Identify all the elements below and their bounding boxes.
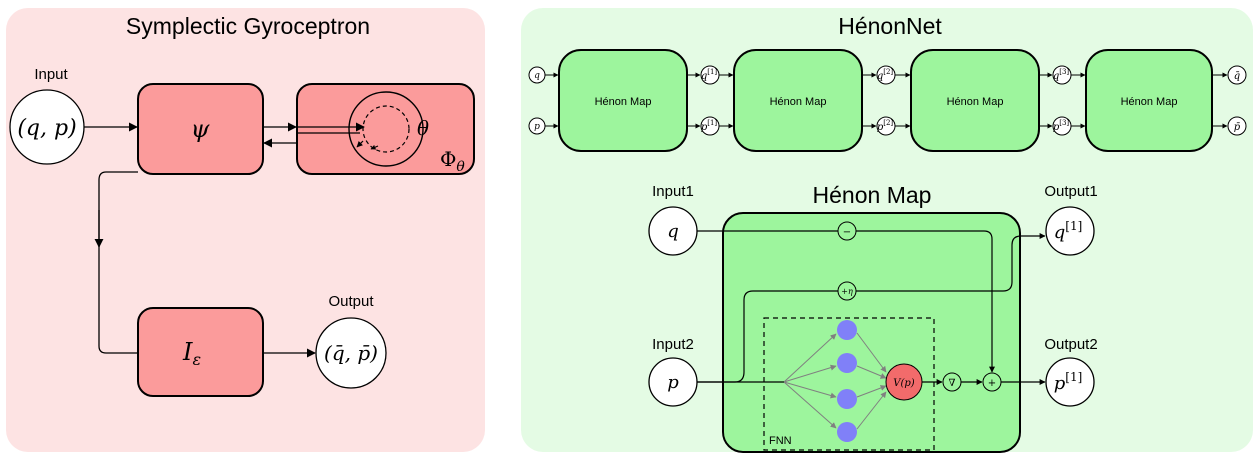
input1-node-text: q [667,221,679,242]
chain-input-q-text: q [534,71,540,81]
chain-output-q [1227,65,1247,85]
fnn-box [763,317,935,451]
i-epsilon-label: Iε [182,338,201,369]
psi-block-label: ψ [191,115,211,143]
plus-eta-operator-text: +η [841,287,853,296]
output1-label: Output1 [1044,183,1097,200]
output-node [315,317,387,389]
theta-label: θ [417,116,429,140]
left-panel-title: Symplectic Gyroceptron [126,13,370,39]
output1-node-text: q[1] [1054,219,1083,243]
output2-label: Output2 [1044,336,1097,353]
henonnet-panel: HénonNet q p Hénon Map q[1] p[1] Hénon M… [521,8,1253,453]
neuron [837,353,857,373]
input2-label: Input2 [652,336,694,353]
phi-symbol: Φ [440,147,456,171]
henon-map-block-3-label: Hénon Map [947,96,1004,108]
henon-map-block-4-label: Hénon Map [1121,96,1178,108]
psi-block [137,83,264,175]
fnn-label: FNN [769,435,792,447]
input-node-text: (q, p) [17,116,76,141]
output2-node [1045,357,1095,407]
output-label: Output [328,293,374,310]
rotation-outer-circle [348,91,424,167]
plus-operator-text: + [988,378,996,389]
fnn-input-fan [697,333,837,429]
henon-map-block-4 [1085,49,1213,152]
gradient-operator-text: ∇ [949,378,956,389]
p3-node-text: p[3] [1053,119,1070,133]
q2-node-text: q[2] [877,68,894,82]
q3-node-text: q[3] [1053,68,1070,82]
neuron [837,320,857,340]
phi-block [296,83,475,175]
input1-label: Input1 [652,183,694,200]
minus-operator-text: − [843,227,851,238]
p2-node-text: p[2] [877,119,894,133]
p1-node-text: p[1] [701,119,718,133]
input-label: Input [34,66,68,83]
neuron [837,389,857,409]
chain-input-p-text: p [534,122,540,132]
chain-output-p [1227,116,1247,136]
output1-node [1045,206,1095,256]
potential-node-text: V(p) [893,378,915,389]
phi-subscript: θ [456,159,465,175]
right-panel-title: HénonNet [838,13,942,39]
output-node-text: (q̄, p̄) [324,341,378,365]
i-epsilon-block [137,307,264,397]
q1-node-text: q[1] [701,68,718,82]
rotation-arrow [356,140,364,148]
neuron [837,422,857,442]
i-symbol: I [182,338,193,366]
henon-map-block-1-label: Hénon Map [595,96,652,108]
henon-map-detail-box [722,212,1021,453]
henon-map-block-1 [558,49,688,152]
chain-output-p-text: p̄ [1234,122,1241,133]
i-subscript: ε [192,350,201,369]
input2-node-text: p [667,372,679,393]
symplectic-gyroceptron-panel: Symplectic Gyroceptron Input (q, p) ψ θ … [6,8,485,452]
henon-map-block-2-label: Hénon Map [770,96,827,108]
rotation-arrow-inner [370,144,379,150]
henon-map-block-2 [733,49,863,152]
fnn-output-fan [856,332,887,430]
psi-to-i-epsilon-line [98,171,138,354]
output2-node-text: p[1] [1054,370,1083,394]
phi-block-label: Φθ [440,147,465,175]
henon-map-block-3 [910,49,1040,152]
chain-output-q-text: q̄ [1234,71,1240,82]
plus-eta-to-output1-arrow [856,233,1046,292]
henon-map-detail-title: Hénon Map [813,182,932,208]
minus-to-plus-line [856,230,995,373]
